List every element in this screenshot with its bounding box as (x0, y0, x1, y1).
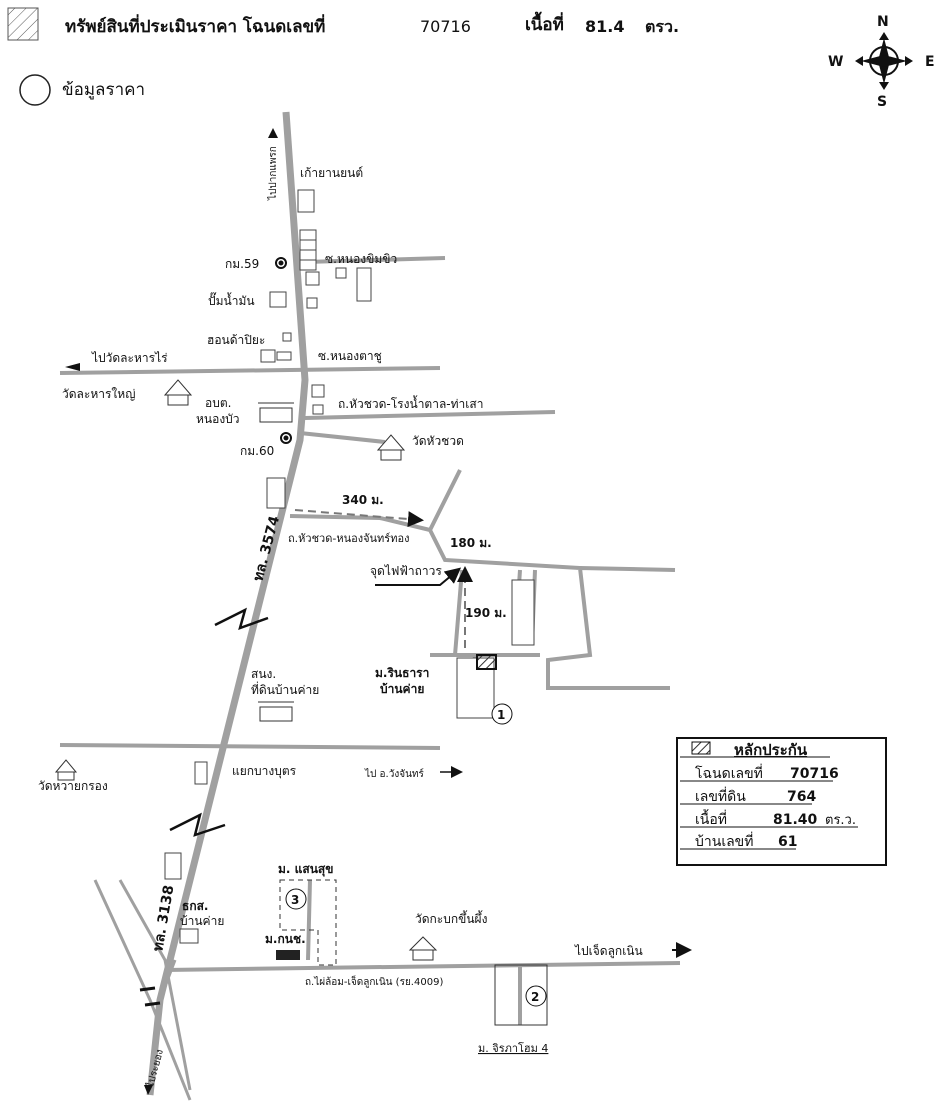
legend-area-label: เนื้อที่ (525, 11, 564, 35)
svg-text:2: 2 (531, 990, 539, 1004)
label-soi-nongtachu: ซ.หนองตาชู (318, 349, 382, 364)
south-arrow-icon (144, 1085, 153, 1095)
compass-icon: N S W E (828, 14, 935, 110)
label-to-north: ไปปากแพรก (267, 146, 279, 201)
label-road-4009: ถ.ไผ่ล้อม-เจ็ดลูกเนิน (รย.4009) (305, 974, 443, 988)
svg-text:N: N (877, 14, 889, 30)
buildings (164, 189, 548, 1026)
collateral-title: หลักประกัน (734, 741, 808, 759)
label-bangbut-junction: แยกบางบุตร (232, 764, 297, 779)
label-wat-huachuat: วัดหัวชวด (412, 434, 464, 448)
subject-parcel (476, 654, 497, 670)
power-pole-arrow (375, 567, 462, 586)
label-soi-nongkhimkhiw: ซ.หนองขิมขิว (325, 252, 397, 266)
collateral-row-value: 70716 (790, 766, 839, 782)
collateral-row-label: บ้านเลขที่ (695, 832, 753, 850)
legend-price-data-label: ข้อมูลราคา (62, 80, 145, 100)
label-dist-340: 340 ม. (342, 493, 384, 507)
label-village-rinthara-2: บ้านค่าย (380, 682, 424, 696)
collateral-row-unit: ตร.ว. (825, 813, 856, 828)
label-gas-station: ปั๊มน้ำมัน (208, 292, 255, 308)
label-wat-lahanyai: วัดละหารใหญ่ (62, 387, 135, 401)
price-marker-3: 3 (285, 888, 307, 910)
svg-text:S: S (877, 94, 887, 110)
price-data-circle-icon (19, 74, 51, 106)
label-km59: กม.59 (225, 257, 259, 271)
school-icon (276, 950, 300, 960)
subject-hatch-swatch (7, 7, 39, 41)
route-340m (294, 509, 424, 528)
label-to-rayong: ไประยอง (144, 1048, 166, 1090)
legend-deed-no: 70716 (420, 17, 471, 36)
label-baac-2: บ้านค่าย (180, 914, 224, 928)
price-marker-1: 1 (491, 703, 513, 725)
label-wat-kabok: วัดกะบกขึ้นผึ้ง (415, 910, 487, 926)
label-hw3574: ทล. 3574 (250, 514, 283, 583)
label-garage: เก้ายานยนต์ (300, 166, 363, 180)
price-marker-2: 2 (525, 985, 547, 1007)
label-land-office-2: ที่ดินบ้านค่าย (251, 681, 319, 697)
svg-text:E: E (925, 54, 935, 70)
label-village-rinthara-1: ม.รินธารา (375, 666, 429, 680)
label-road-nongchanthong: ถ.หัวชวด-หนองจันทร์ทอง (288, 532, 409, 545)
label-obt-1: อบต. (205, 396, 231, 410)
bridge-icon (139, 986, 161, 1007)
legend-area-value: 81.4 (585, 17, 624, 36)
collateral-row-label: เลขที่ดิน (695, 787, 746, 805)
label-obt-2: หนองบัว (196, 412, 240, 426)
government-office-icon (258, 402, 294, 722)
collateral-row-label: โฉนดเลขที่ (695, 764, 763, 782)
collateral-row-value: 81.40 (773, 812, 818, 828)
label-to-chetlukhnoen: ไปเจ็ดลูกเนิน (574, 943, 643, 959)
legend-subject-label: ทรัพย์สินที่ประเมินราคา โฉนดเลขที่ (65, 14, 325, 37)
svg-text:3: 3 (291, 893, 299, 907)
collateral-info-box: หลักประกัน โฉนดเลขที่ 70716 เลขที่ดิน 76… (676, 737, 887, 866)
collateral-row-label: เนื้อที่ (695, 809, 727, 828)
temple-icon (54, 379, 438, 961)
label-land-office-1: สนง. (251, 667, 276, 681)
collateral-hatch-swatch (691, 741, 711, 755)
collateral-row-value: 61 (778, 834, 797, 850)
svg-text:W: W (828, 54, 843, 70)
label-village-jirapa: ม. จิรภาโฮม 4 (478, 1041, 548, 1055)
label-dist-190: 190 ม. (465, 606, 507, 620)
legend-area-unit: ตรว. (645, 17, 679, 36)
label-to-wat-lahanrai: ไปวัดละหารไร่ (91, 351, 168, 365)
north-arrow-icon (268, 128, 278, 138)
label-km60: กม.60 (240, 444, 274, 458)
label-to-wangchan: ไป อ.วังจันทร์ (364, 768, 425, 780)
svg-text:1: 1 (497, 708, 505, 722)
label-village-konoch: ม.กนช. (265, 932, 306, 946)
label-power-pole: จุดไฟฟ้าถาวร (370, 564, 442, 579)
label-village-saensuk: ม. แสนสุข (278, 862, 333, 877)
collateral-row-value: 764 (787, 789, 816, 805)
label-wat-waikrong: วัดหวายกรอง (38, 779, 108, 793)
label-hondapiya: ฮอนด้าปิยะ (207, 333, 265, 347)
label-dist-180: 180 ม. (450, 536, 492, 550)
break-mark-icon (169, 607, 269, 837)
label-road-huachuat: ถ.หัวชวด-โรงน้ำตาล-ท่าเสา (338, 395, 483, 411)
km-marker-icon (275, 257, 292, 444)
label-baac-1: ธกส. (182, 899, 208, 913)
west-arrow-icon (65, 363, 80, 371)
